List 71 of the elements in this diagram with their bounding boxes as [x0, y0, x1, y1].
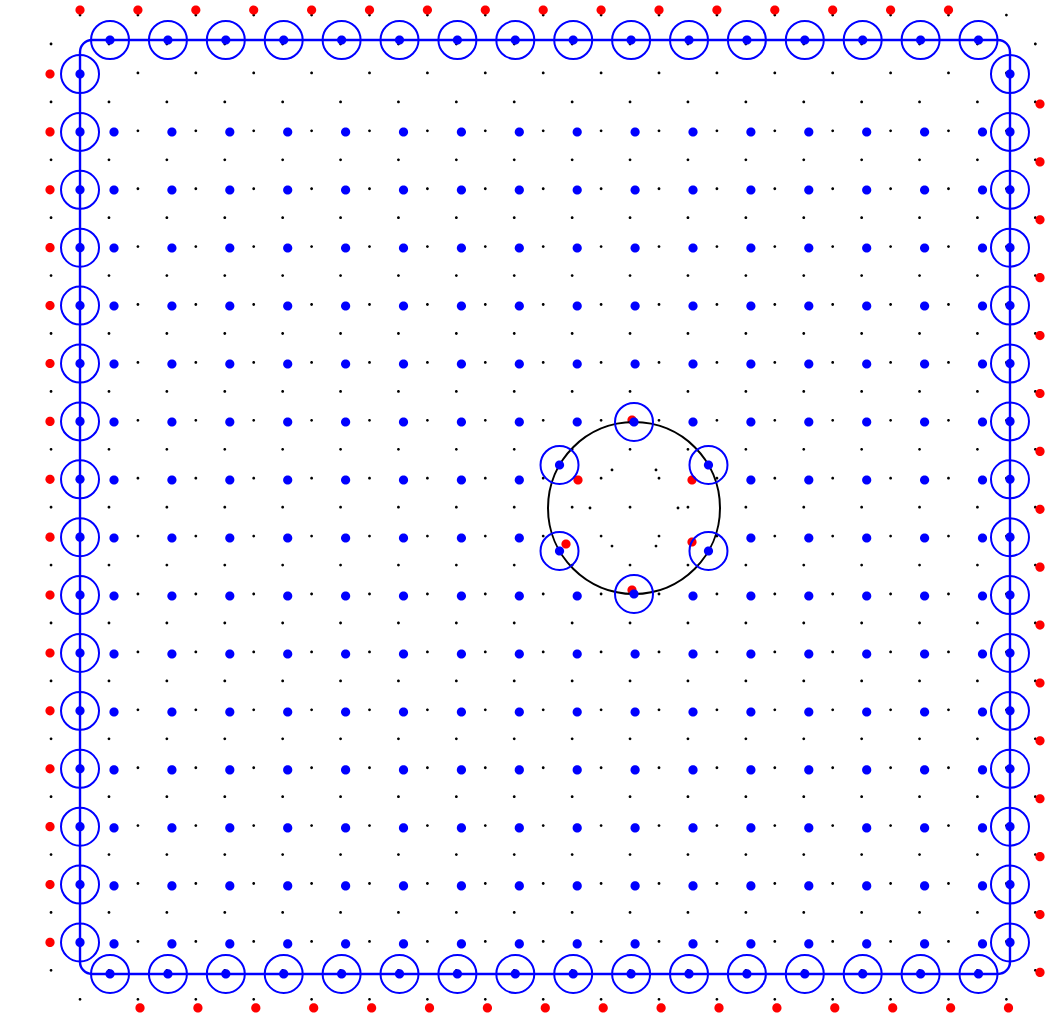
- ring-marker: [990, 54, 1030, 94]
- ring-marker: [60, 806, 100, 847]
- ring-marker: [726, 953, 767, 994]
- ring-marker: [60, 690, 100, 731]
- ring-marker: [60, 633, 100, 673]
- ring-marker: [990, 633, 1030, 673]
- ring-marker: [379, 20, 420, 60]
- ring-marker: [688, 531, 729, 571]
- ring-marker: [990, 285, 1030, 326]
- ring-marker: [990, 748, 1030, 789]
- ring-marker: [990, 111, 1030, 152]
- ring-marker: [437, 953, 478, 994]
- ring-marker: [990, 459, 1030, 500]
- ring-marker: [60, 575, 100, 616]
- ring-marker: [495, 953, 536, 994]
- ring-marker: [60, 401, 100, 442]
- ring-marker: [553, 20, 594, 60]
- ring-marker: [321, 953, 362, 994]
- ring-marker: [321, 20, 362, 60]
- ring-marker: [60, 285, 100, 326]
- ring-marker: [842, 953, 883, 994]
- ring-marker: [990, 401, 1030, 442]
- ring-marker: [60, 922, 100, 963]
- ring-marker: [842, 20, 883, 60]
- ring-marker: [614, 574, 654, 614]
- ring-marker: [611, 953, 652, 994]
- ring-marker: [726, 20, 767, 60]
- ring-marker: [60, 111, 100, 152]
- ring-marker: [147, 953, 188, 994]
- ring-marker: [60, 459, 100, 500]
- ring-marker: [990, 343, 1030, 384]
- ring-marker: [990, 806, 1030, 847]
- ring-marker: [263, 953, 304, 994]
- ring-marker: [669, 20, 709, 60]
- ring-marker: [958, 20, 999, 60]
- ring-marker: [553, 953, 594, 994]
- ring-marker: [263, 20, 304, 60]
- ring-marker: [90, 953, 130, 994]
- ring: [547, 421, 721, 595]
- ring-marker: [990, 690, 1030, 731]
- ring-marker: [669, 953, 709, 994]
- ring-marker: [60, 343, 100, 384]
- ring-marker: [60, 748, 100, 789]
- ring-marker: [539, 531, 580, 571]
- ring-marker: [60, 54, 100, 94]
- ring-marker: [60, 864, 100, 905]
- ring-marker: [990, 169, 1030, 210]
- ring-marker: [60, 517, 100, 558]
- ring-marker: [205, 953, 246, 994]
- ring-marker: [990, 922, 1030, 963]
- ring-marker: [60, 227, 100, 268]
- ring-marker: [147, 20, 188, 60]
- ring-marker: [90, 20, 130, 60]
- ring-marker: [990, 517, 1030, 558]
- ring-marker: [379, 953, 420, 994]
- ring-marker: [60, 169, 100, 210]
- ring-marker: [990, 575, 1030, 616]
- ring-marker: [900, 953, 941, 994]
- ring-marker: [437, 20, 478, 60]
- ring-marker: [611, 20, 652, 60]
- ring-marker: [495, 20, 536, 60]
- ring-marker: [205, 20, 246, 60]
- ring-marker: [784, 953, 825, 994]
- ring-marker: [900, 20, 941, 60]
- ring-marker: [688, 445, 729, 485]
- ring-marker: [990, 227, 1030, 268]
- ring-marker: [784, 20, 825, 60]
- ring-marker: [614, 402, 654, 442]
- ring-marker: [539, 445, 580, 485]
- ring-marker: [990, 864, 1030, 905]
- ring-marker: [958, 953, 999, 994]
